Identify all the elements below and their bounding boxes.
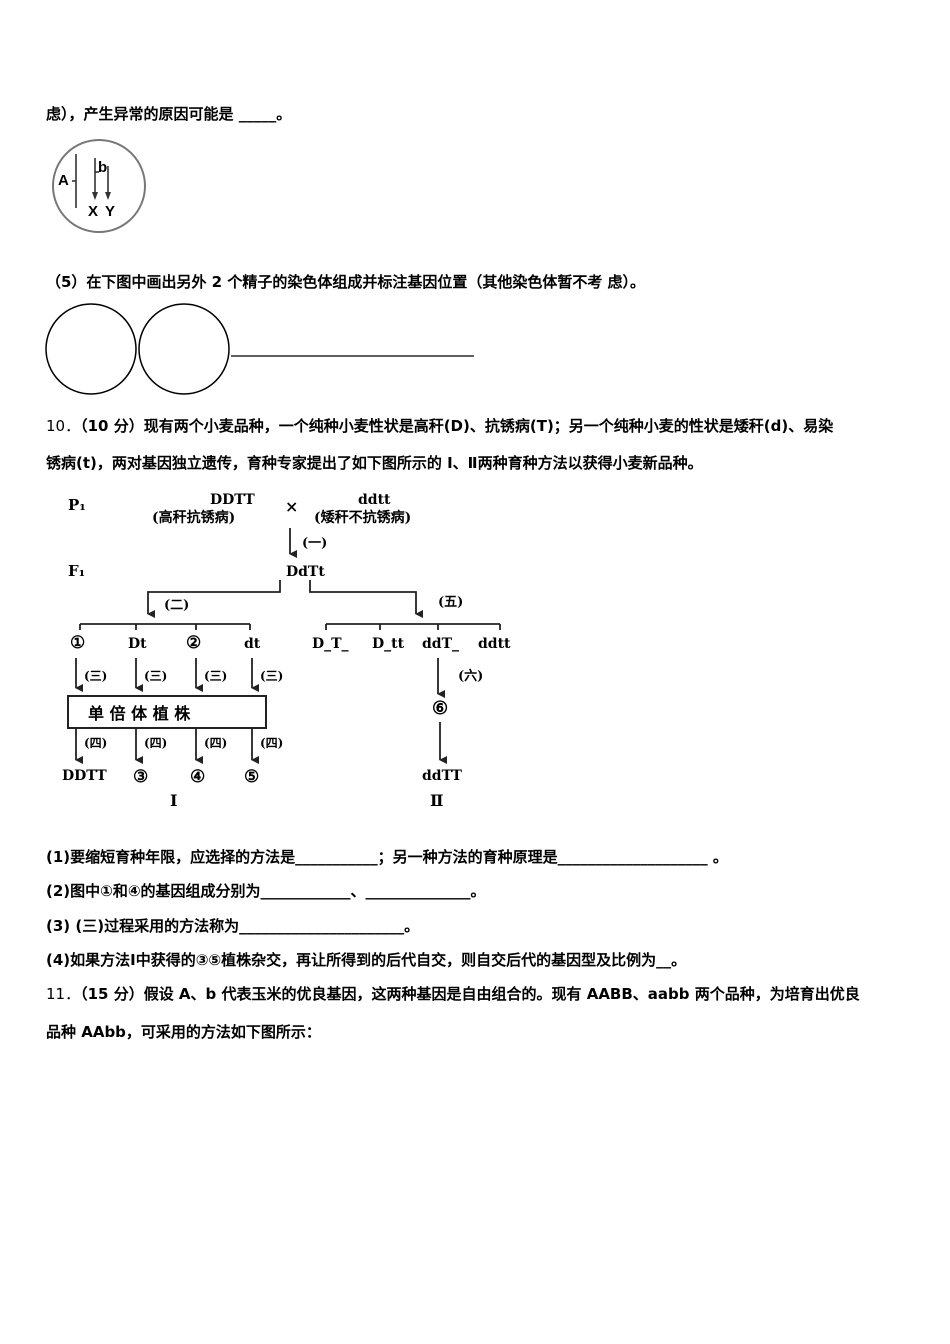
step3-label-1: (三): [84, 669, 107, 683]
step3-label-3: (三): [204, 669, 227, 683]
q10-intro-a: 10．（10 分）现有两个小麦品种，一个纯种小麦性状是高秆(D)、抗锈病(T)；…: [46, 417, 834, 435]
step4-label-3: (四): [204, 736, 227, 750]
cross-symbol: ×: [285, 497, 298, 516]
sperm-drawing-area: [45, 303, 474, 395]
parent1-trait: (高秆抗锈病): [152, 509, 235, 526]
breeding-diagram: P₁ DDTT (高秆抗锈病) × ddtt (矮秆不抗锈病) (一) F₁ D…: [62, 492, 511, 810]
gamete-2: ②: [186, 633, 201, 653]
step6-label: (六): [458, 668, 483, 684]
label-Y: Y: [105, 203, 115, 220]
haploid-box: [67, 695, 267, 729]
q11-text-b: 品种 AAbb，可采用的方法如下图所示：: [46, 1023, 321, 1041]
step4-label-2: (四): [144, 736, 167, 750]
cell-figure: A b X Y: [52, 139, 146, 233]
cell-outline: [52, 139, 146, 233]
step2-label: (二): [164, 598, 189, 613]
haploid-label: 单 倍 体 植 株: [88, 704, 191, 723]
method-1-label: Ⅰ: [170, 791, 177, 810]
parent2-genotype: ddtt: [358, 492, 391, 508]
method-2-label: Ⅱ: [430, 791, 443, 810]
q10-intro-b: 锈病(t)，两对基因独立遗传，育种专家提出了如下图所示的 Ⅰ、Ⅱ两种育种方法以获…: [46, 454, 703, 472]
label-f1: F₁: [68, 562, 85, 580]
step4-label-4: (四): [260, 736, 283, 750]
gamete-dt-lower: dt: [244, 636, 261, 652]
result-4: ④: [190, 767, 205, 787]
sperm-circle-2[interactable]: [138, 303, 230, 395]
f2-group-dt: D_T_: [312, 636, 349, 652]
q10-sub2: (2)图中①和④的基因组成分别为____________、___________…: [46, 882, 486, 900]
step4-label-1: (四): [84, 736, 107, 750]
f1-genotype: DdTt: [286, 564, 325, 580]
label-b: b: [98, 159, 107, 176]
f2-group-ddt: ddT_: [422, 636, 459, 652]
result-5: ⑤: [244, 767, 259, 787]
f2-group-dtt: D_tt: [372, 636, 405, 652]
label-p1: P₁: [68, 496, 86, 514]
label-X: X: [88, 203, 98, 220]
q11-text-a: 11．（15 分）假设 A、b 代表玉米的优良基因，这两种基因是自由组合的。现有…: [46, 985, 860, 1003]
step3-label-2: (三): [144, 669, 167, 683]
result-ddtt-method2: ddTT: [422, 768, 462, 784]
q9-line-top: 虑），产生异常的原因可能是 _____。: [46, 105, 292, 123]
label-A: A: [58, 172, 69, 189]
step1-label: (一): [302, 536, 327, 551]
q9-part5: （5）在下图中画出另外 2 个精子的染色体组成并标注基因位置（其他染色体暂不考 …: [46, 273, 646, 291]
q10-sub1: (1)要缩短育种年限，应选择的方法是___________；另一种方法的育种原理…: [46, 848, 728, 866]
parent2-trait: (矮秆不抗锈病): [314, 509, 411, 526]
sperm-circle-1[interactable]: [45, 303, 137, 395]
q10-sub3: (3) (三)过程采用的方法称为______________________。: [46, 917, 420, 935]
result-3: ③: [133, 767, 148, 787]
f2-group-ddtt: ddtt: [478, 636, 511, 652]
result-ddtt: DDTT: [62, 768, 107, 784]
gamete-1: ①: [70, 633, 85, 653]
six-label: ⑥: [432, 698, 448, 719]
step3-label-4: (三): [260, 669, 283, 683]
q10-sub4: (4)如果方法Ⅰ中获得的③⑤植株杂交，再让所得到的后代自交，则自交后代的基因型及…: [46, 951, 687, 969]
step5-label: (五): [438, 595, 463, 610]
gamete-dt-upper: Dt: [128, 636, 147, 652]
parent1-genotype: DDTT: [210, 492, 255, 508]
